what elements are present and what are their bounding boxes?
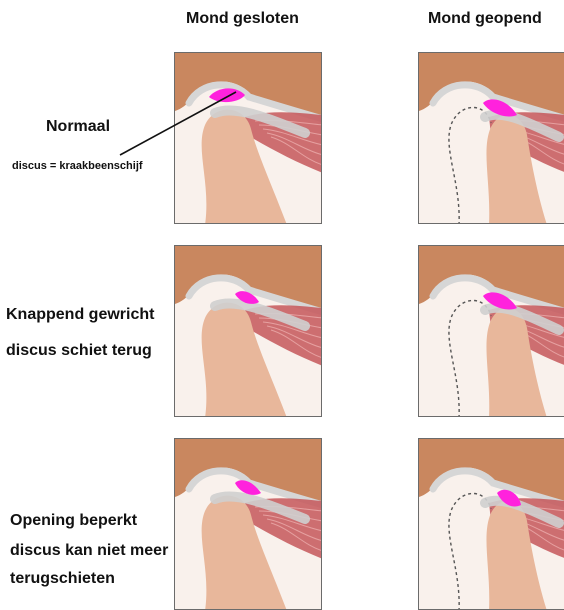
column-title-open: Mond geopend xyxy=(428,10,542,28)
row-3-line-2: discus kan niet meer xyxy=(10,542,168,560)
closed-position-outline xyxy=(449,493,491,610)
panel-locked-closed xyxy=(174,438,322,610)
row-1-title: Normaal xyxy=(46,118,110,136)
closed-position-outline xyxy=(449,300,491,417)
panel-normal-open xyxy=(418,52,564,224)
row-3-title: Opening beperkt xyxy=(10,512,137,530)
panel-clicking-open xyxy=(418,245,564,417)
joint-illustration xyxy=(419,246,564,417)
joint-illustration xyxy=(175,246,322,417)
row-3-line-3: terugschieten xyxy=(10,570,115,588)
joint-illustration xyxy=(175,53,322,224)
panel-locked-open xyxy=(418,438,564,610)
closed-position-outline xyxy=(449,107,491,224)
skull-fossa xyxy=(175,53,322,117)
row-2-subtitle: discus schiet terug xyxy=(6,342,152,360)
row-2-title: Knappend gewricht xyxy=(6,306,154,324)
column-title-closed: Mond gesloten xyxy=(186,10,299,28)
joint-illustration xyxy=(419,439,564,610)
panel-clicking-closed xyxy=(174,245,322,417)
joint-illustration xyxy=(175,439,322,610)
row-1-subtitle: discus = kraakbeenschijf xyxy=(12,160,143,172)
joint-illustration xyxy=(419,53,564,224)
panel-normal-closed xyxy=(174,52,322,224)
skull-fossa xyxy=(419,439,564,503)
